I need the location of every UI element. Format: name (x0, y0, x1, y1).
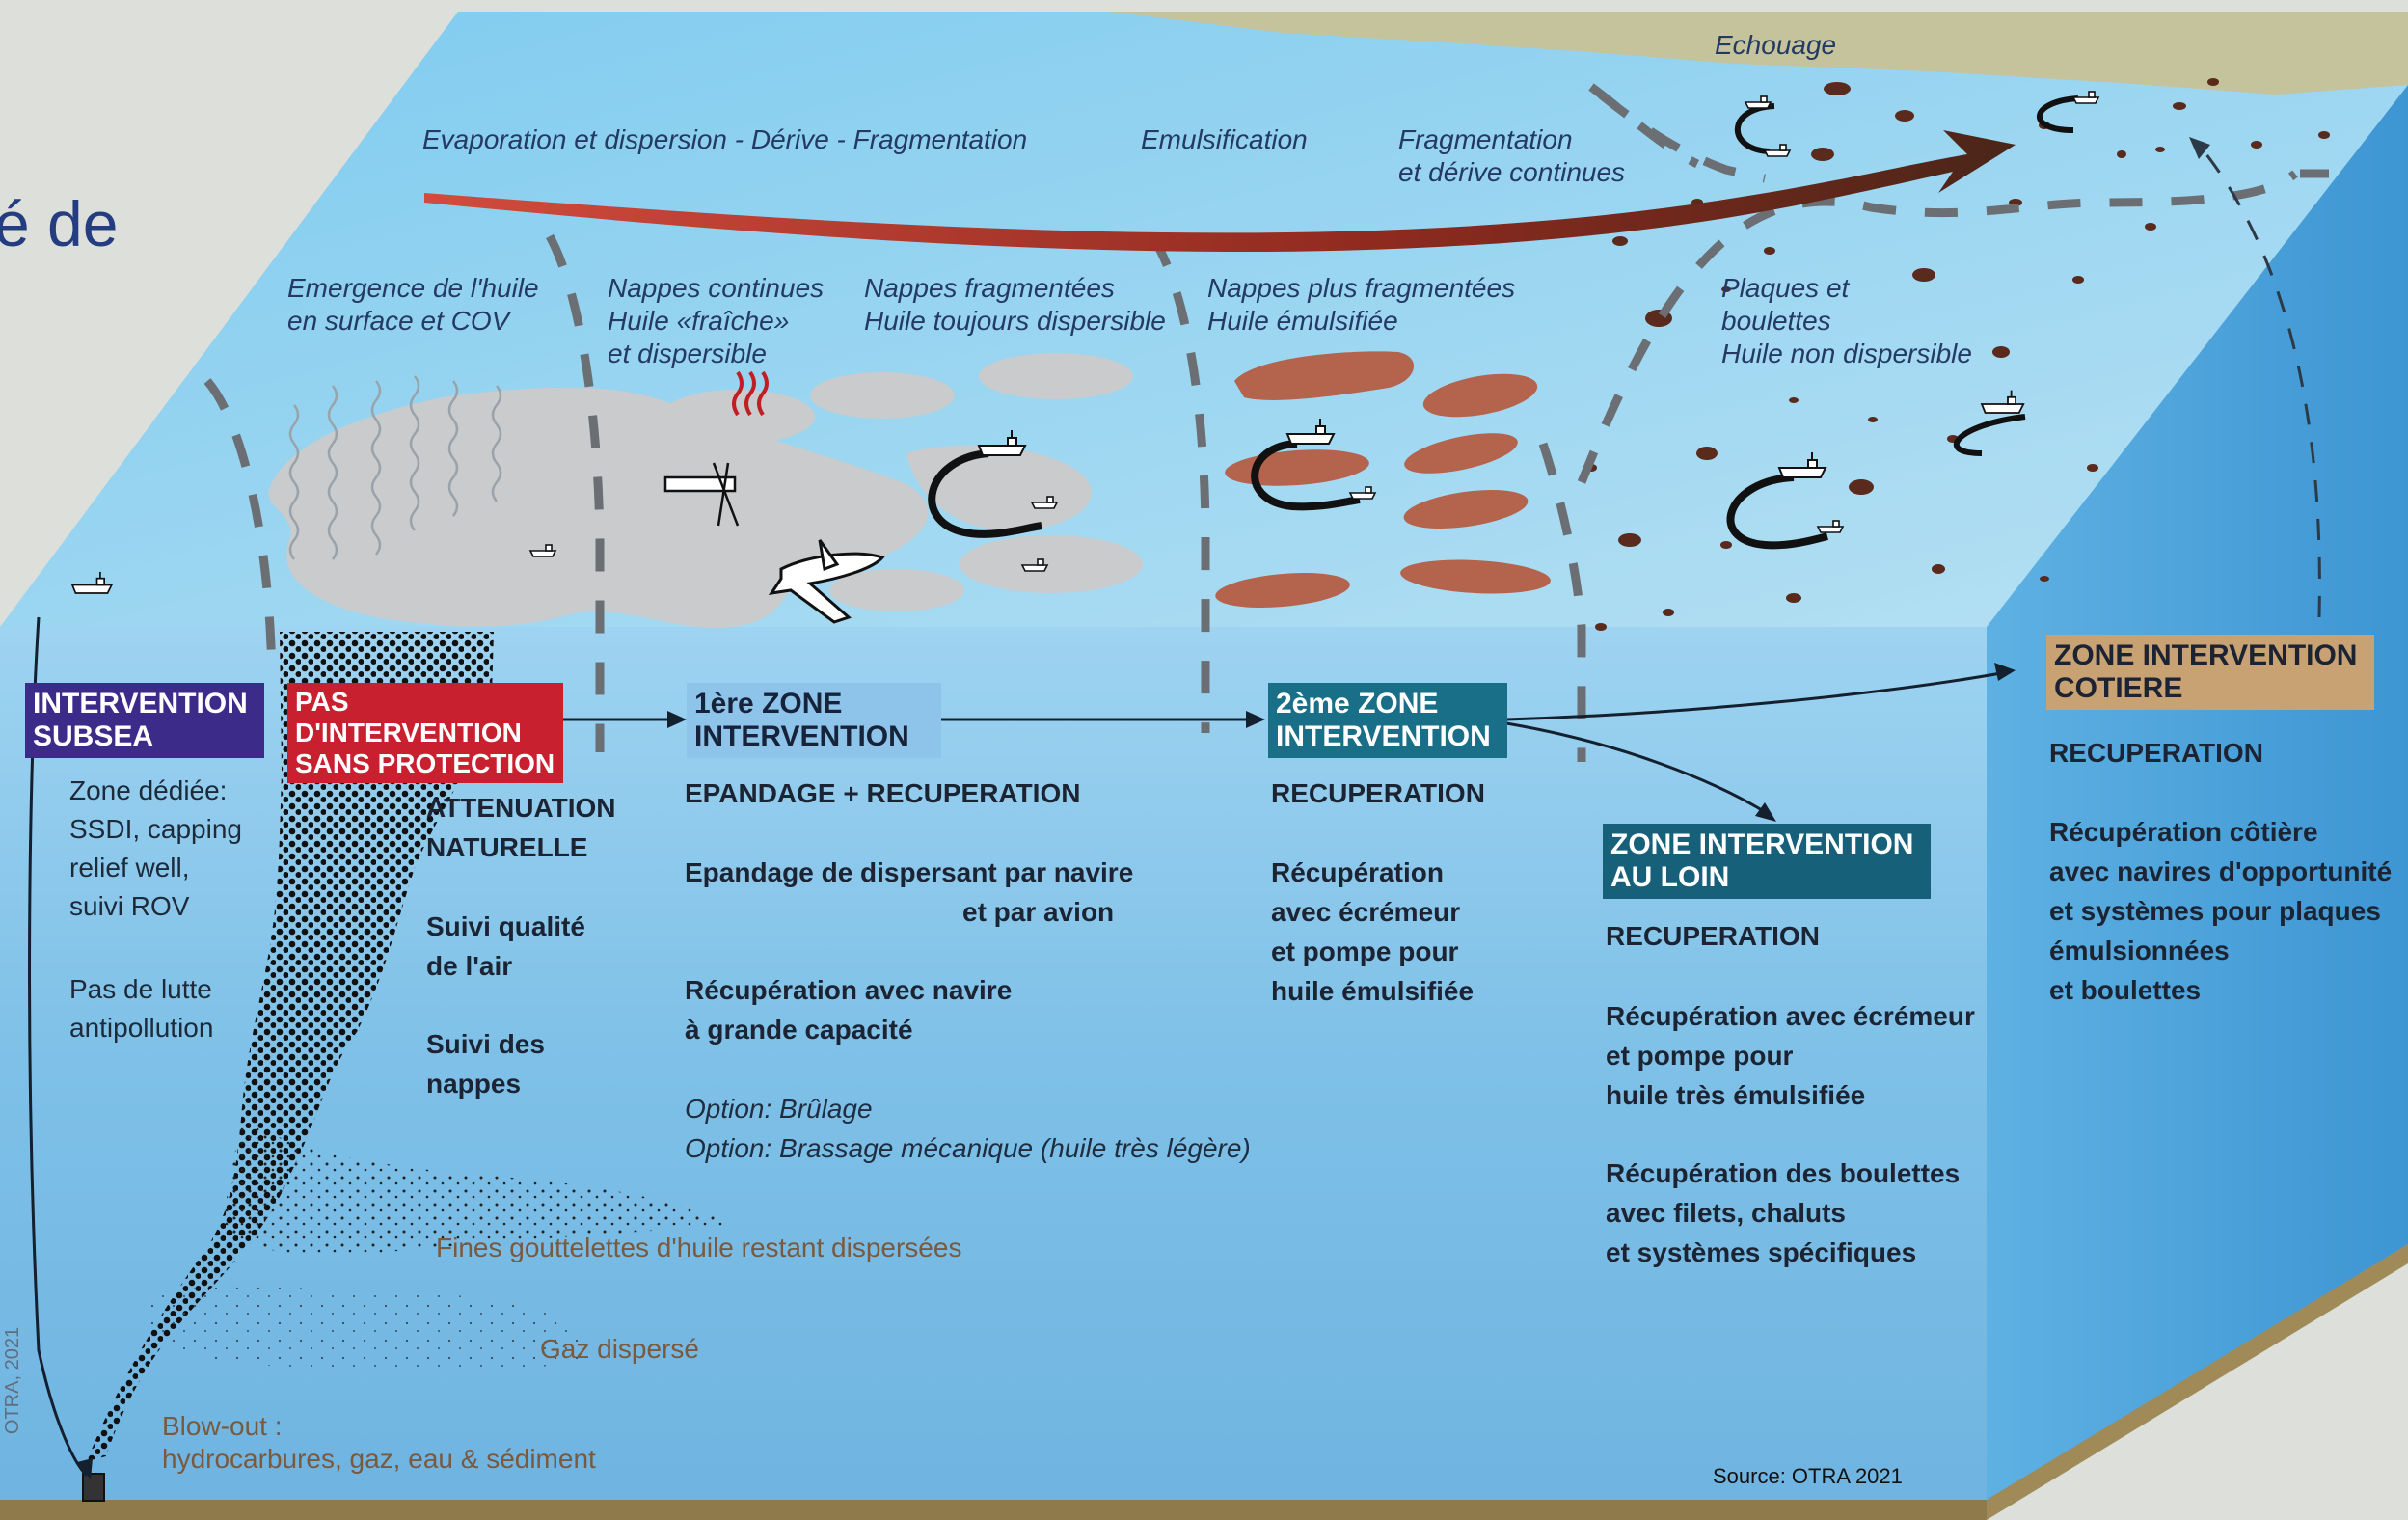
subsea-text-2: Pas de lutte antipollution (69, 970, 213, 1047)
tag-intervention-subsea: INTERVENTION SUBSEA (25, 683, 264, 758)
label-emulsification: Emulsification (1141, 123, 1308, 156)
attenuation-naturelle: ATTENUATION NATURELLE (426, 788, 616, 867)
far-subtitle: RECUPERATION (1606, 916, 1820, 956)
suivi-qualite-air: Suivi qualité de l'air (426, 907, 585, 986)
label-nappes-continues: Nappes continues Huile «fraîche» et disp… (608, 272, 824, 370)
label-nappes-plus-fragmentees: Nappes plus fragmentées Huile émulsifiée (1207, 272, 1515, 338)
tag-zone-far: ZONE INTERVENTION AU LOIN (1603, 824, 1931, 899)
label-nappes-fragmentees: Nappes fragmentées Huile toujours disper… (864, 272, 1166, 338)
suivi-nappes: Suivi des nappes (426, 1024, 545, 1103)
coastal-subtitle: RECUPERATION (2049, 733, 2263, 773)
label-fragmentation-continue: Fragmentation et dérive continues (1398, 123, 1625, 189)
zone2-text: Récupération avec écrémeur et pompe pour… (1271, 853, 1474, 1011)
label-emergence: Emergence de l'huile en surface et COV (287, 272, 539, 338)
zone2-subtitle: RECUPERATION (1271, 774, 1485, 813)
tag-zone-coastal: ZONE INTERVENTION COTIERE (2046, 635, 2374, 710)
far-text-2: Récupération des boulettes avec filets, … (1606, 1154, 1960, 1272)
label-gas: Gaz dispersé (540, 1334, 699, 1365)
wellhead-icon (83, 1474, 104, 1501)
subsea-text-1: Zone dédiée: SSDI, capping relief well, … (69, 772, 242, 926)
label-plaques: Plaques et boulettes Huile non dispersib… (1721, 272, 1972, 370)
zone1-text-1b: et par avion (962, 892, 1114, 932)
label-echouage: Echouage (1715, 29, 1836, 62)
tag-pas-intervention: PAS D'INTERVENTION SANS PROTECTION (287, 683, 563, 783)
vertical-credit: OTRA, 2021 (2, 1327, 24, 1434)
coastal-text: Récupération côtière avec navires d'oppo… (2049, 812, 2392, 1010)
zone1-text-2: Récupération avec navire à grande capaci… (685, 970, 1012, 1049)
label-droplets: Fines gouttelettes d'huile restant dispe… (436, 1233, 961, 1263)
partial-title: é de (0, 188, 118, 259)
tag-zone1: 1ère ZONE INTERVENTION (687, 683, 941, 758)
tag-zone2: 2ème ZONE INTERVENTION (1268, 683, 1507, 758)
far-text-1: Récupération avec écrémeur et pompe pour… (1606, 996, 1975, 1115)
zone1-text-1a: Epandage de dispersant par navire (685, 853, 1133, 892)
label-processes: Evaporation et dispersion - Dérive - Fra… (422, 123, 1027, 156)
zone1-option-brassage: Option: Brassage mécanique (huile très l… (685, 1129, 1251, 1168)
zone1-subtitle: EPANDAGE + RECUPERATION (685, 774, 1080, 813)
zone1-option-brulage: Option: Brûlage (685, 1090, 873, 1128)
source-note: Source: OTRA 2021 (1713, 1464, 1903, 1489)
label-blowout: Blow-out : hydrocarbures, gaz, eau & séd… (162, 1410, 596, 1476)
